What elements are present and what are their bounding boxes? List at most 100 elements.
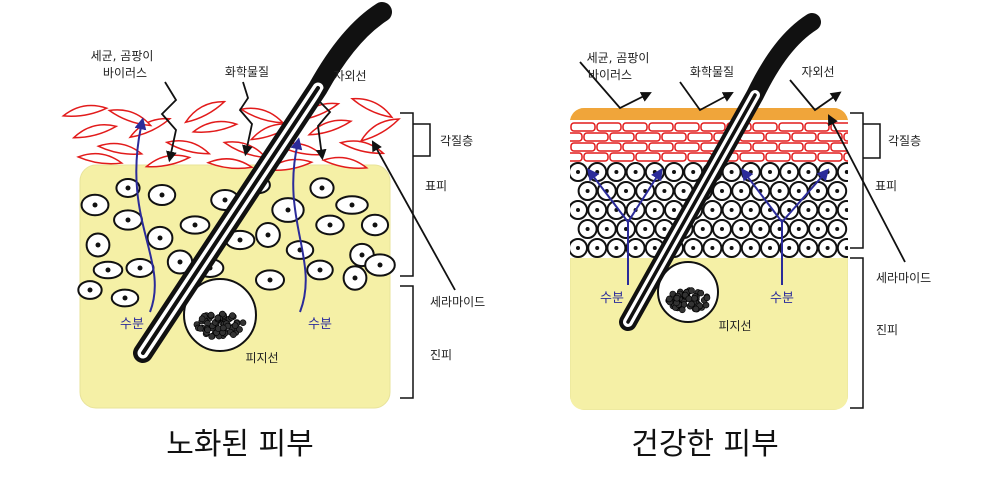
healthy-hair-shaft	[619, 13, 821, 331]
corneocyte-brick	[609, 132, 635, 142]
cell-nucleus	[672, 170, 676, 174]
cell-nucleus	[157, 235, 163, 241]
cell-nucleus	[662, 189, 667, 193]
aged-stratum-corneum-flakes	[61, 97, 401, 171]
corneocyte-brick	[648, 122, 674, 132]
cell-nucleus	[825, 208, 830, 212]
aged-dermis-label: 진피	[430, 348, 452, 362]
sebum-droplet	[688, 300, 695, 308]
corneocyte-brick	[635, 152, 661, 162]
cell-nucleus	[177, 259, 183, 265]
cell-nucleus	[352, 275, 358, 281]
sebum-droplet	[697, 289, 705, 297]
corneocyte-brick	[817, 152, 843, 162]
corneocyte-brick	[791, 152, 817, 162]
healthy-skin-caption: 건강한 피부	[631, 427, 779, 462]
cell-nucleus	[662, 227, 667, 231]
sebum-droplet	[688, 287, 695, 294]
cell-nucleus	[604, 227, 609, 231]
cell-nucleus	[768, 246, 772, 250]
flake	[206, 158, 254, 170]
flake	[183, 100, 227, 124]
cell-nucleus	[816, 227, 820, 231]
ceramide-pointer-line	[371, 140, 456, 291]
cell-nucleus	[624, 189, 628, 193]
cell-nucleus	[319, 185, 325, 191]
flake	[321, 156, 369, 169]
corneocyte-brick	[596, 142, 622, 152]
flake	[61, 104, 109, 117]
healthy-sebum-band	[570, 108, 848, 120]
aged-ceramide-label: 세라마이드	[430, 295, 485, 309]
cell-nucleus	[652, 246, 657, 250]
aged-hair-shaft	[133, 2, 392, 363]
cell-nucleus	[691, 246, 696, 250]
cell-nucleus	[327, 222, 333, 228]
cell-nucleus	[806, 170, 811, 174]
cell-nucleus	[720, 189, 724, 193]
sebum-droplet	[214, 314, 222, 322]
cell-nucleus	[710, 246, 715, 250]
uv-deflect-arrow	[789, 79, 842, 112]
healthy-ceramide-label: 세라마이드	[876, 271, 931, 285]
sebum-droplet	[204, 326, 211, 334]
healthy-stratum-label: 각질층	[888, 134, 921, 148]
cell-nucleus	[643, 227, 648, 231]
cell-nucleus	[691, 170, 696, 174]
cell-nucleus	[729, 246, 734, 250]
corneocyte-brick	[817, 132, 843, 142]
flake	[96, 142, 144, 155]
healthy-moisture-label-right: 수분	[770, 291, 794, 306]
cell-nucleus	[739, 189, 744, 193]
flake	[307, 119, 353, 136]
healthy-epidermis-label: 표피	[875, 179, 897, 193]
cell-nucleus	[758, 227, 763, 231]
cell-nucleus	[576, 170, 580, 174]
sebum-droplet	[197, 325, 204, 332]
corneocyte-brick	[687, 132, 713, 142]
cell-nucleus	[87, 287, 93, 293]
aged-epidermis-label: 표피	[425, 179, 447, 193]
cell-nucleus	[748, 208, 753, 212]
aged-moisture-arrows	[134, 117, 307, 313]
cell-nucleus	[105, 267, 111, 273]
chemical-zigzag-arrow	[238, 81, 253, 157]
aged-chemicals-label: 화학물질	[225, 65, 269, 79]
cell-nucleus	[359, 252, 365, 258]
corneocyte-brick	[635, 132, 661, 142]
cell-nucleus	[576, 246, 580, 250]
healthy-moisture-label-left: 수분	[600, 291, 624, 306]
aged-pathogen-label-line1: 세균, 곰팡이	[91, 49, 154, 63]
ceramide-pointer-line	[828, 114, 906, 263]
aged-sebaceous-gland	[183, 278, 257, 352]
cell-nucleus	[652, 170, 657, 174]
corneocyte-brick	[661, 152, 687, 162]
cell-nucleus	[710, 208, 715, 212]
corneocyte-brick	[752, 142, 778, 152]
sebum-droplet	[692, 305, 700, 313]
healthy-sebaceous-label: 피지선	[718, 319, 751, 333]
cell-nucleus	[748, 170, 753, 174]
corneocyte-brick	[739, 152, 765, 162]
flake	[164, 140, 212, 155]
uv-zigzag-arrow	[315, 81, 332, 161]
cell-nucleus	[720, 227, 724, 231]
cell-nucleus	[92, 202, 98, 208]
corneocyte-brick	[609, 152, 635, 162]
sebum-droplet	[229, 312, 236, 319]
cell-nucleus	[787, 246, 792, 250]
healthy-sebaceous-gland	[657, 261, 719, 323]
corneocyte-brick	[583, 152, 609, 162]
cell-nucleus	[729, 208, 734, 212]
cell-nucleus	[748, 246, 753, 250]
corneocyte-brick	[583, 132, 609, 142]
cell-nucleus	[159, 192, 165, 198]
aged-moisture-label-right: 수분	[308, 317, 332, 332]
flake	[71, 124, 119, 139]
cell-nucleus	[95, 242, 101, 248]
cell-nucleus	[633, 246, 638, 250]
corneocyte-brick	[570, 122, 596, 132]
healthy-chemicals-label: 화학물질	[690, 65, 734, 79]
cell-nucleus	[700, 227, 705, 231]
healthy-moisture-arrows	[587, 167, 830, 285]
